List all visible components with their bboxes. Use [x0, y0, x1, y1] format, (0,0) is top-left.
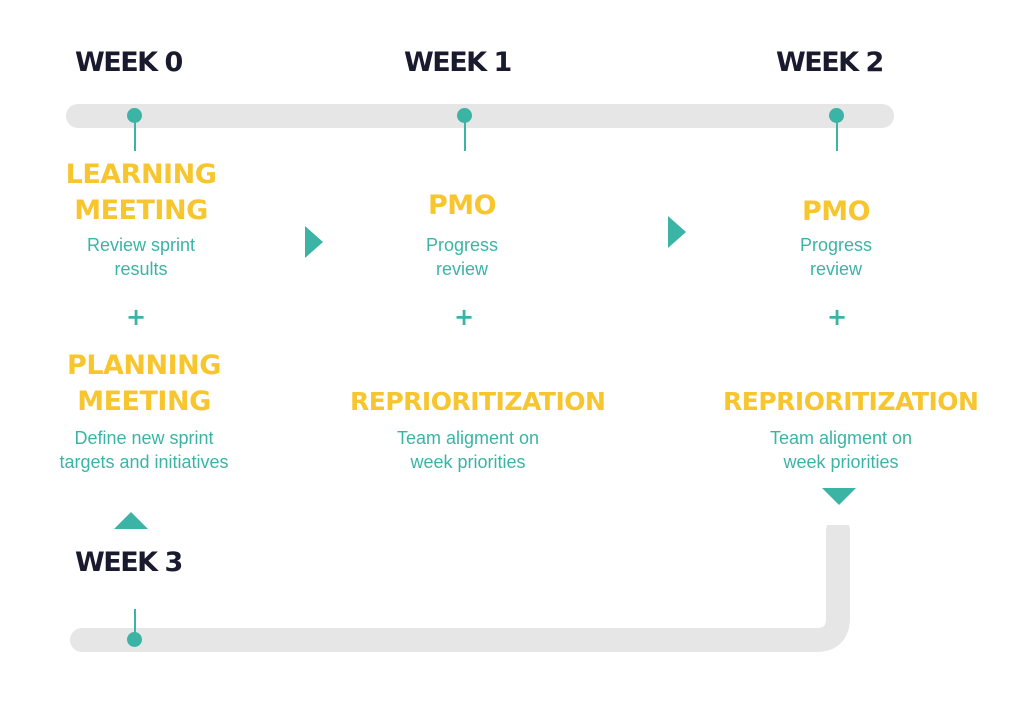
title-line: LEARNING — [65, 159, 217, 190]
week-2-label: WEEK 2 — [776, 47, 884, 78]
timeline-return-path — [70, 525, 850, 652]
stage-week-2-second: REPRIORITIZATION Team aligment on week p… — [723, 384, 979, 474]
arrow-down-icon — [822, 488, 856, 505]
stage-week-2: PMO Progress review — [706, 194, 966, 281]
desc-line: Progress — [799, 235, 873, 255]
desc-line: targets and initiatives — [59, 452, 229, 472]
reprioritization-desc: Team aligment on week priorities — [350, 426, 586, 474]
week-3-marker-stem — [134, 609, 136, 635]
desc-line: week priorities — [783, 452, 899, 472]
week-3-label: WEEK 3 — [75, 547, 183, 578]
desc-line: week priorities — [410, 452, 526, 472]
desc-line: Review sprint — [86, 235, 196, 255]
plus-icon: + — [125, 303, 147, 331]
arrow-right-icon — [668, 216, 686, 248]
pmo-desc: Progress review — [332, 233, 592, 281]
week-1-label: WEEK 1 — [404, 47, 512, 78]
title-line: MEETING — [74, 195, 208, 226]
desc-line: review — [435, 259, 488, 279]
reprioritization-title: REPRIORITIZATION — [723, 387, 979, 416]
desc-line: review — [809, 259, 862, 279]
arrow-up-icon — [114, 512, 148, 529]
stage-week-0-second: PLANNING MEETING Define new sprint targe… — [14, 348, 274, 474]
arrow-right-icon — [305, 226, 323, 258]
week-1-marker-stem — [464, 120, 466, 151]
stage-week-1-second: REPRIORITIZATION Team aligment on week p… — [350, 384, 606, 474]
reprioritization-desc: Team aligment on week priorities — [723, 426, 959, 474]
reprioritization-title: REPRIORITIZATION — [350, 387, 606, 416]
desc-line: Team aligment on — [396, 428, 540, 448]
week-1-marker — [457, 108, 472, 123]
pmo-title: PMO — [801, 196, 871, 227]
week-0-label: WEEK 0 — [75, 47, 183, 78]
planning-meeting-desc: Define new sprint targets and initiative… — [14, 426, 274, 474]
timeline-track-top — [66, 104, 894, 128]
pmo-desc: Progress review — [706, 233, 966, 281]
plus-icon: + — [826, 303, 848, 331]
learning-meeting-desc: Review sprint results — [11, 233, 271, 281]
week-2-marker-stem — [836, 120, 838, 151]
plus-icon: + — [453, 303, 475, 331]
title-line: PLANNING — [67, 350, 221, 381]
stage-week-0: LEARNING MEETING Review sprint results — [11, 157, 271, 281]
desc-line: results — [114, 259, 168, 279]
week-0-marker-stem — [134, 120, 136, 151]
learning-meeting-title: LEARNING MEETING — [11, 157, 271, 229]
week-2-marker — [829, 108, 844, 123]
week-3-marker — [127, 632, 142, 647]
desc-line: Define new sprint — [74, 428, 214, 448]
title-line: MEETING — [77, 386, 211, 417]
pmo-title: PMO — [427, 190, 497, 221]
desc-line: Team aligment on — [769, 428, 913, 448]
stage-week-1: PMO Progress review — [332, 188, 592, 281]
week-0-marker — [127, 108, 142, 123]
desc-line: Progress — [425, 235, 499, 255]
planning-meeting-title: PLANNING MEETING — [14, 348, 274, 420]
